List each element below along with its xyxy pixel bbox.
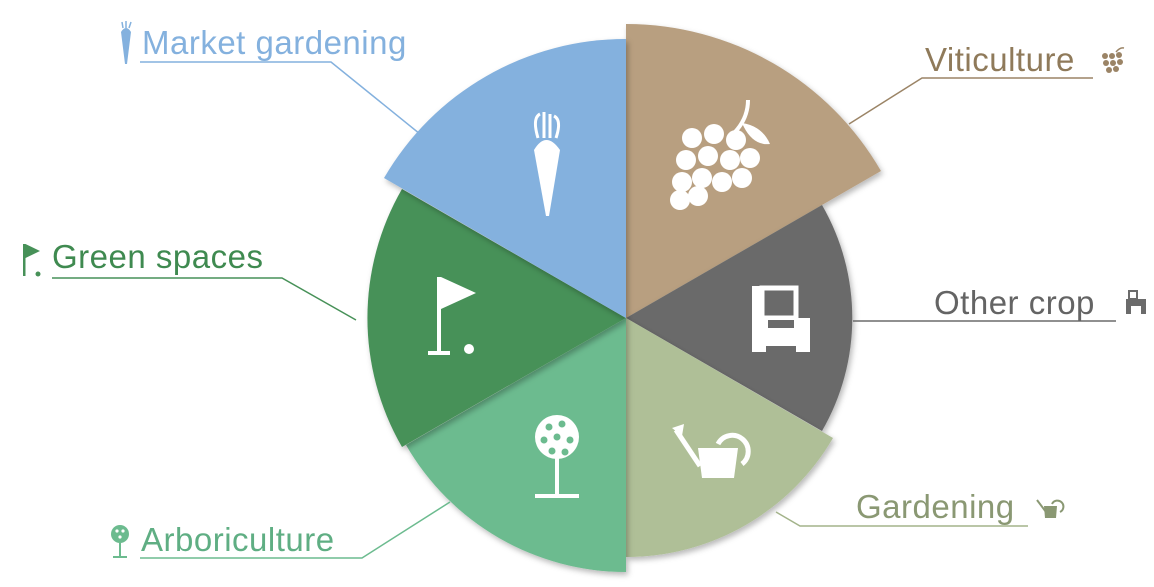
wedge-other-crop[interactable] [626, 205, 853, 431]
small-tree-icon [111, 525, 129, 558]
small-watering-can-icon [1036, 499, 1065, 518]
wedges [367, 23, 881, 572]
label-market-gardening: Market gardening [142, 24, 407, 61]
small-golf-flag-icon [23, 244, 41, 277]
tractor-icon [752, 285, 810, 352]
wedge-market-gardening[interactable] [384, 38, 626, 319]
wedge-viticulture[interactable] [626, 23, 881, 318]
tree-icon [535, 415, 579, 498]
small-carrot-icon [121, 21, 132, 64]
label-arboriculture: Arboriculture [141, 521, 335, 558]
wedge-arboriculture[interactable] [406, 318, 626, 572]
watering-can-icon [672, 424, 751, 478]
small-grapes-icon [1102, 47, 1125, 73]
small-tractor-icon [1126, 290, 1146, 314]
label-gardening: Gardening [856, 488, 1015, 525]
label-other-crop: Other crop [934, 284, 1095, 321]
grapes-icon [670, 99, 770, 210]
carrot-icon [533, 112, 561, 216]
label-viticulture: Viticulture [925, 41, 1075, 78]
wedge-green-spaces[interactable] [367, 189, 626, 447]
leader-lines [52, 61, 1116, 559]
golf-flag-icon [428, 277, 476, 355]
label-green-spaces: Green spaces [52, 238, 263, 275]
